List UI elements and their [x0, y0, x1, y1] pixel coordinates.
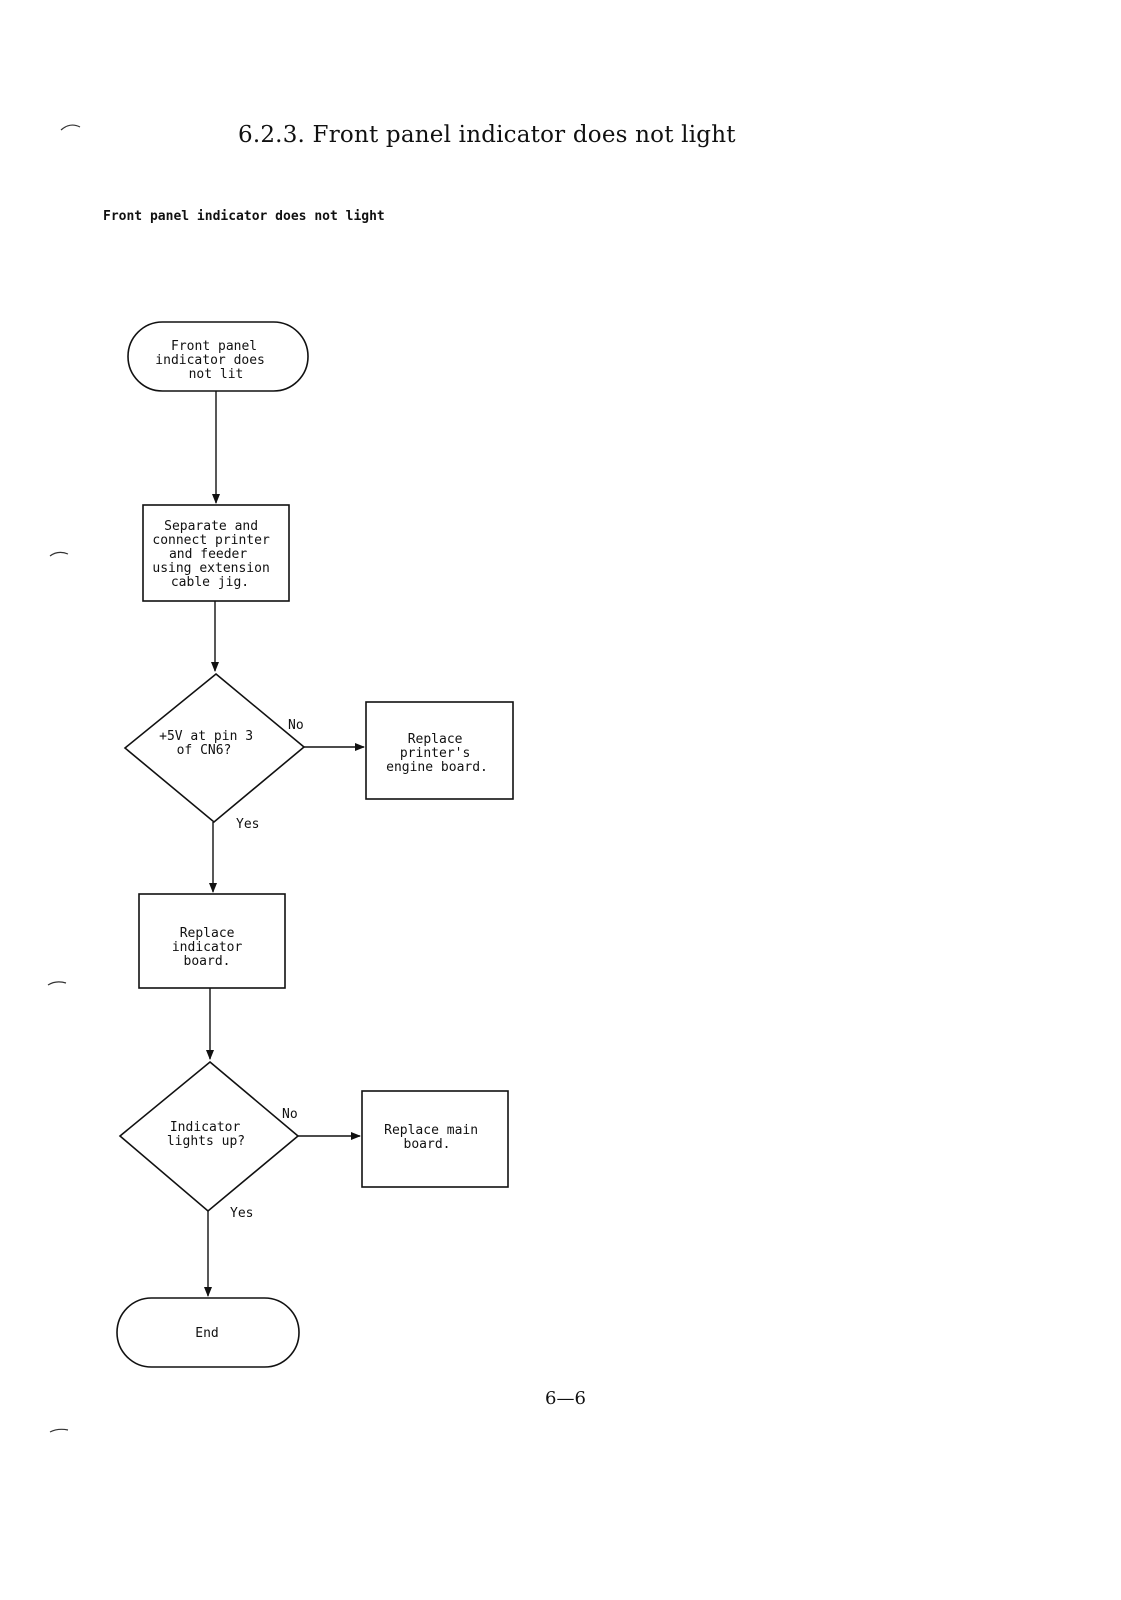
replace-indicator-step: [138, 893, 286, 989]
lights-up-decision: [118, 1060, 300, 1213]
section-heading: 6.2.3. Front panel indicator does not li…: [238, 122, 736, 148]
edge-label-yes: Yes: [236, 817, 259, 832]
replace-engine-step: [365, 701, 514, 800]
edge-label-yes: Yes: [230, 1206, 253, 1221]
margin-mark: [49, 551, 69, 557]
separate-step: [142, 504, 290, 602]
edge-label-no: No: [288, 718, 304, 733]
check-5v-label: +5V at pin 3 of CN6?: [159, 729, 261, 758]
replace-main-label: Replace main board.: [384, 1123, 486, 1152]
diagram-title: Front panel indicator does not light: [103, 209, 385, 224]
margin-mark: [60, 124, 81, 131]
separate-step-label: Separate and connect printer and feeder …: [152, 519, 277, 590]
margin-mark: [47, 981, 67, 986]
page-number: 6—6: [545, 1388, 586, 1409]
lights-up-label: Indicator lights up?: [167, 1120, 248, 1149]
start-terminator: [127, 321, 309, 392]
edge-label-no: No: [282, 1107, 298, 1122]
replace-main-step: [361, 1090, 509, 1188]
replace-indicator-label: Replace indicator board.: [172, 926, 250, 969]
margin-mark: [49, 1428, 69, 1433]
check-5v-decision: [123, 672, 306, 824]
start-label: Front panel indicator does not lit: [155, 339, 272, 382]
replace-engine-label: Replace printer's engine board.: [386, 732, 488, 775]
end-label: End: [195, 1326, 218, 1341]
end-terminator: [116, 1297, 300, 1368]
